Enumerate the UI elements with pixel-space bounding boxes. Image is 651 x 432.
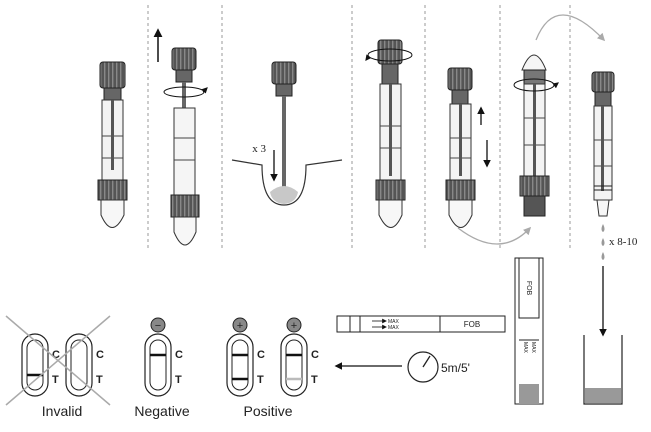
step7-dispense-drops: x 8-10: [583, 71, 638, 405]
vertical-test-strip: FOB MAX MAX: [514, 257, 544, 405]
timer: 5m/5': [334, 351, 470, 383]
step-separators: [147, 5, 571, 250]
positive-c-2: C: [311, 349, 319, 361]
strip-max-2: MAX: [388, 325, 400, 331]
drop-count-label: x 8-10: [609, 236, 638, 248]
step4-closed-tube: [365, 39, 413, 228]
positive-label: Positive: [243, 403, 292, 419]
result-positive: + C T + C T Positive: [226, 317, 319, 419]
positive-sign-1: +: [237, 320, 243, 332]
invalid-c-2: C: [96, 349, 104, 361]
strip-max-1: MAX: [388, 319, 400, 325]
positive-sign-2: +: [291, 320, 297, 332]
step3-dip-sample: x 3: [231, 61, 343, 206]
transfer-arrows: [457, 14, 606, 245]
positive-t-2: T: [311, 374, 318, 386]
invalid-t-1: T: [52, 374, 59, 386]
step2-open-tube: [153, 28, 208, 246]
horizontal-test-strip: MAX MAX FOB: [336, 315, 506, 333]
positive-t-1: T: [257, 374, 264, 386]
step6-break-tip: [513, 54, 559, 217]
negative-label: Negative: [134, 403, 189, 419]
strip-brand: FOB: [464, 320, 480, 329]
step1-sample-tube: [97, 61, 128, 228]
negative-sign: −: [155, 320, 161, 332]
vertical-strip-max-2: MAX: [530, 342, 536, 354]
result-invalid: C T C T Invalid: [5, 315, 111, 419]
vertical-strip-brand: FOB: [525, 281, 532, 296]
result-negative: − C T Negative: [134, 317, 190, 419]
invalid-c-1: C: [52, 349, 60, 361]
positive-c-1: C: [257, 349, 265, 361]
invalid-label: Invalid: [42, 403, 82, 419]
step5-shake-tube: [445, 67, 491, 228]
vertical-strip-max-1: MAX: [522, 342, 528, 354]
timer-label: 5m/5': [441, 361, 470, 375]
invalid-t-2: T: [96, 374, 103, 386]
negative-t: T: [175, 374, 182, 386]
repeat-count-label: x 3: [252, 143, 266, 155]
negative-c: C: [175, 349, 183, 361]
